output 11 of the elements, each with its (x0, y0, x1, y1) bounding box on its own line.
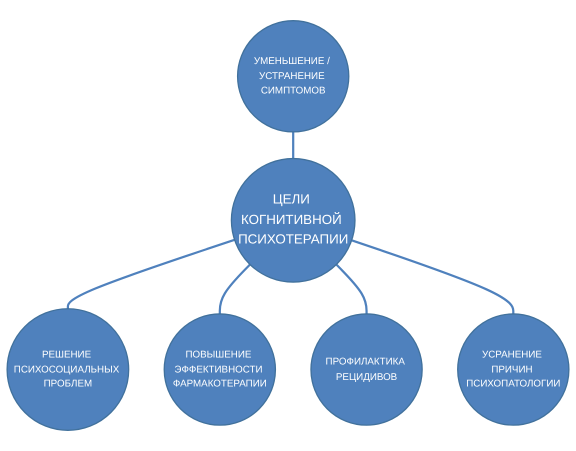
node-circle: ПОВЫШЕНИЕ ЭФФЕКТИВНОСТИ ФАРМАКОТЕРАПИИ (164, 313, 276, 426)
node-circle: ПРОФИЛАКТИКА РЕЦИДИВОВ (310, 313, 423, 426)
node-circle: ЦЕЛИ КОГНИТИВНОЙ ПСИХОТЕРАПИИ (230, 158, 356, 283)
node-circle: УСРАНЕНИЕ ПРИЧИН ПСИХОПАТОЛОГИИ (457, 313, 570, 426)
connector (218, 264, 251, 314)
node-circle: РЕШЕНИЕ ПСИХОСОЦИАЛЬНЫХ ПРОБЛЕМ (6, 308, 130, 431)
connector (66, 238, 235, 309)
connector (336, 264, 368, 314)
connector (351, 239, 514, 314)
connector (292, 132, 294, 159)
node-circle: УМЕНЬШЕНИЕ / УСТРАНЕНИЕ СИМПТОМОВ (236, 20, 350, 133)
